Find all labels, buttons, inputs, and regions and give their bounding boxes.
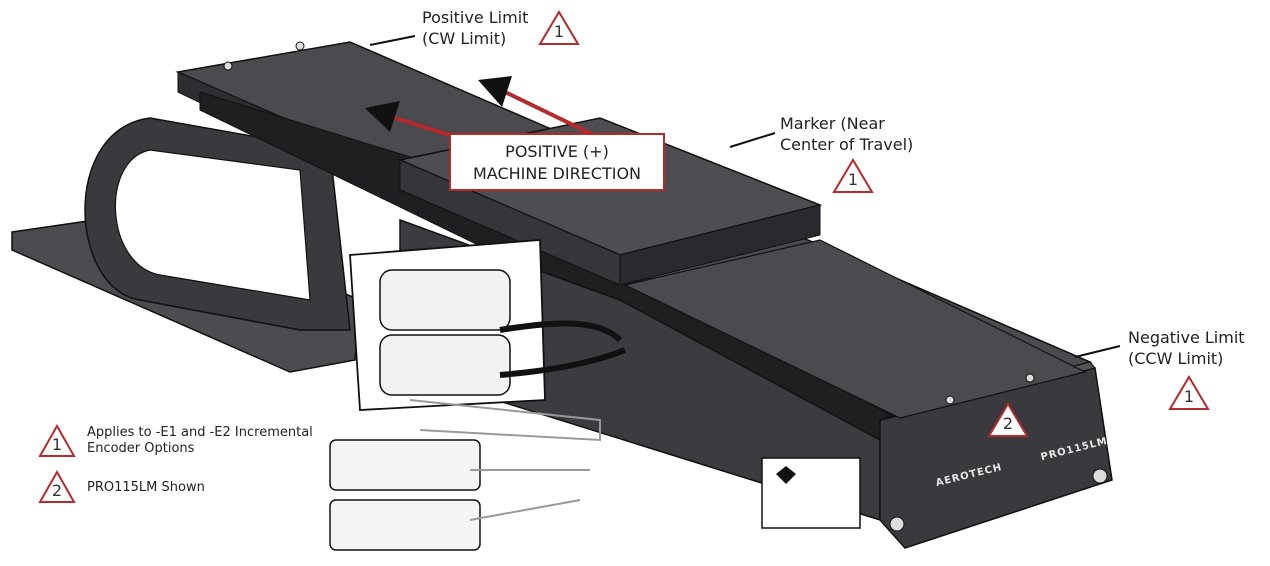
screw — [223, 61, 233, 71]
screw — [945, 395, 955, 405]
note-triangle-marker: 1 — [832, 158, 874, 194]
direction-line1: POSITIVE (+) — [505, 142, 609, 161]
marker-line2: Center of Travel) — [780, 135, 914, 154]
leader-line-marker — [729, 132, 776, 148]
direction-arrow-shaft-2 — [504, 90, 601, 140]
warning-triangle-icon — [538, 10, 580, 45]
note-triangle-model: 2 — [987, 402, 1029, 438]
legend-item-1: Applies to -E1 and -E2 Incremental Encod… — [87, 425, 313, 457]
note-number: 1 — [553, 22, 565, 41]
negative-limit-label: Negative Limit (CCW Limit) — [1128, 327, 1245, 369]
legend-item-1-line1: Applies to -E1 and -E2 Incremental — [87, 425, 313, 440]
note-number: 1 — [847, 170, 859, 189]
warning-triangle-icon — [832, 158, 874, 193]
leader-line-negative-limit — [1074, 345, 1121, 358]
positive-limit-label: Positive Limit (CW Limit) — [422, 7, 528, 49]
positive-limit-line2: (CW Limit) — [422, 29, 507, 48]
direction-arrowhead-2 — [478, 76, 512, 107]
warning-triangle-icon — [38, 423, 76, 457]
note-number: 2 — [1002, 414, 1014, 433]
warning-triangle-icon — [987, 402, 1029, 437]
dsub-connector-2 — [329, 499, 481, 551]
dsub-connector-1 — [329, 439, 481, 491]
label-plate-diamond — [776, 466, 796, 484]
note-triangle-negative-limit: 1 — [1168, 375, 1210, 411]
screw — [889, 516, 905, 532]
warning-triangle-icon — [1168, 375, 1210, 410]
encoder-module-2 — [379, 334, 511, 396]
legend-item-2-line1: PRO115LM Shown — [87, 480, 205, 495]
leader-line-positive-limit — [369, 35, 416, 46]
right-rail-surface — [623, 239, 1087, 419]
legend-item-1-line2: Encoder Options — [87, 441, 195, 456]
carriage-side — [619, 204, 821, 286]
positive-limit-line1: Positive Limit — [422, 8, 529, 27]
legend-number: 1 — [51, 435, 63, 454]
screw — [1092, 468, 1108, 484]
screw — [1025, 373, 1035, 383]
white-cables — [409, 399, 601, 521]
legend-item-2: PRO115LM Shown — [87, 480, 205, 496]
direction-line2: MACHINE DIRECTION — [472, 164, 642, 183]
negative-limit-line2: (CCW Limit) — [1128, 349, 1224, 368]
legend-number: 2 — [51, 481, 63, 500]
legend-triangle-1: 1 — [38, 423, 76, 458]
encoder-module-1 — [379, 269, 511, 331]
cable-carrier-inner — [114, 149, 311, 301]
note-triangle-positive-limit: 1 — [538, 10, 580, 46]
marker-label: Marker (Near Center of Travel) — [780, 113, 913, 155]
negative-limit-line1: Negative Limit — [1128, 328, 1245, 347]
warning-triangle-icon — [38, 469, 76, 503]
direction-box: POSITIVE (+) MACHINE DIRECTION — [449, 133, 665, 191]
encoder-cable-1 — [499, 320, 623, 343]
label-plate — [761, 457, 861, 529]
note-number: 1 — [1183, 387, 1195, 406]
direction-arrowhead-1 — [365, 101, 400, 132]
encoder-cable-2 — [499, 347, 627, 378]
legend-triangle-2: 2 — [38, 469, 76, 504]
marker-line1: Marker (Near — [780, 114, 885, 133]
screw — [295, 41, 305, 51]
